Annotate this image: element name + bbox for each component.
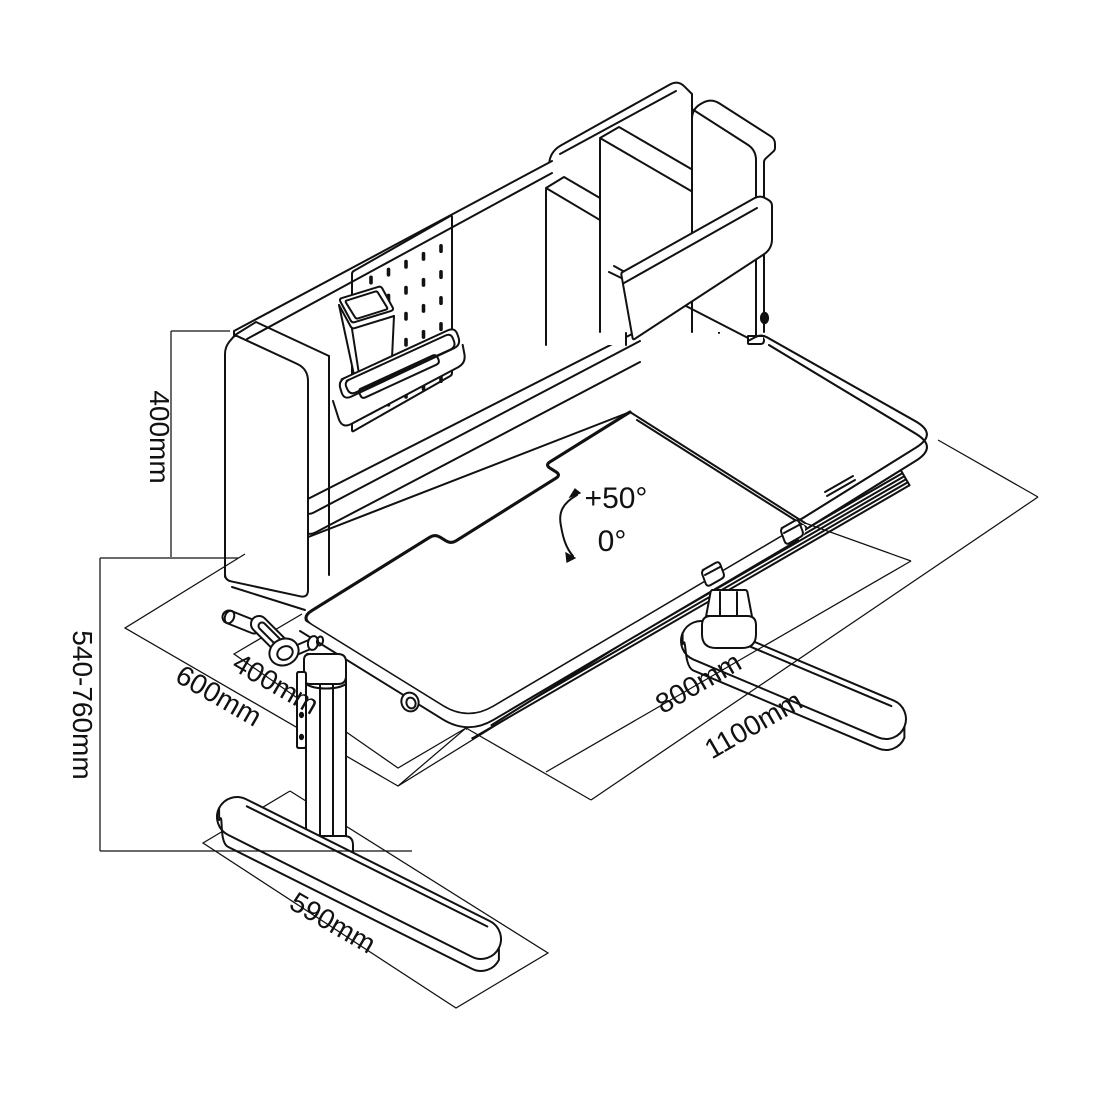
dim-label-height-range: 540-760mm: [67, 630, 98, 779]
tilt-seam-edge-2: [636, 419, 807, 528]
left-foot: [216, 796, 502, 960]
crank-shaft-end: [315, 635, 325, 647]
bookstand-right-wall-inner: [691, 108, 757, 336]
dim-ext: [465, 727, 592, 801]
right-foot: [680, 620, 907, 740]
bookstand-back-panel-top-band: [559, 90, 677, 155]
tilt-hinge-line: [783, 524, 800, 534]
crank-handle-cap: [223, 609, 236, 625]
left-leg-collar: [305, 683, 347, 690]
right-foot-side: [681, 632, 906, 751]
dim-ext: [397, 727, 467, 787]
right-leg-boot: [701, 614, 757, 649]
left-foot-fill: [219, 797, 501, 971]
shelf-back-junction: [295, 330, 639, 506]
side-panel: [224, 334, 309, 598]
bookstand-front-rail: [620, 195, 773, 341]
dim-ext: [804, 522, 912, 562]
left-leg-gearbox: [303, 653, 347, 685]
tilt-release-knob-inner: [405, 696, 417, 710]
tilt-hinge-line: [704, 566, 721, 576]
left-leg-plate: [296, 671, 307, 749]
left-foot-side: [218, 807, 500, 972]
tilt-arc-arrowhead-top: [568, 488, 582, 499]
pen-cup-edge-left: [338, 304, 355, 376]
screw-detail: [759, 311, 770, 325]
pen-cup-rim-inner: [344, 290, 389, 320]
right-foot-fill: [682, 621, 906, 750]
tray-fill: [333, 329, 465, 426]
side-panel-bottom-band: [231, 586, 306, 611]
shelf-fill: [296, 330, 640, 537]
left-foot-ridge: [245, 805, 489, 928]
bookstand-right-wall: [691, 99, 776, 333]
dim-ext: [937, 439, 1039, 498]
crank-knob-inner: [276, 645, 294, 661]
tray-rim: [338, 328, 461, 399]
pegboard-inset: [351, 214, 453, 433]
desk-base-outline-2: [490, 334, 928, 714]
tilt-band-line: [299, 539, 800, 729]
tilt-arc-arrowhead-bottom: [565, 551, 577, 563]
dim-width-1100-line: [590, 496, 1039, 801]
dim-depth-quad: [123, 553, 512, 787]
desk-edge-band-line-2: [490, 344, 928, 727]
tray-floor: [358, 354, 440, 399]
board-detail-mark: [824, 475, 854, 493]
tilt-min-angle-label: 0°: [598, 525, 627, 558]
tilt-max-angle-label: +50°: [585, 482, 648, 515]
tilt-arc-arrow: [559, 494, 578, 557]
tilt-desktop-fill: [305, 413, 802, 715]
pegboard-panel-top-band: [246, 172, 553, 340]
tray-rim-inner: [344, 333, 456, 395]
side-panel-fill: [225, 335, 308, 597]
board-detail-mark: [826, 479, 856, 497]
tray-front-face: [332, 343, 466, 427]
bookstand-front-rail-top-band: [623, 207, 758, 284]
board-back-edge-c: [683, 304, 749, 339]
side-panel-top-band: [234, 321, 330, 357]
pen-cup-rim: [338, 285, 395, 324]
dim-width-800-line: [545, 560, 912, 773]
board-junction-line: [279, 411, 631, 549]
left-leg-column-fill: [306, 678, 346, 842]
dim-label-panel-height: 400mm: [144, 390, 175, 483]
tilt-seam-edge: [629, 411, 806, 524]
bookstand-back-panel: [548, 81, 693, 333]
